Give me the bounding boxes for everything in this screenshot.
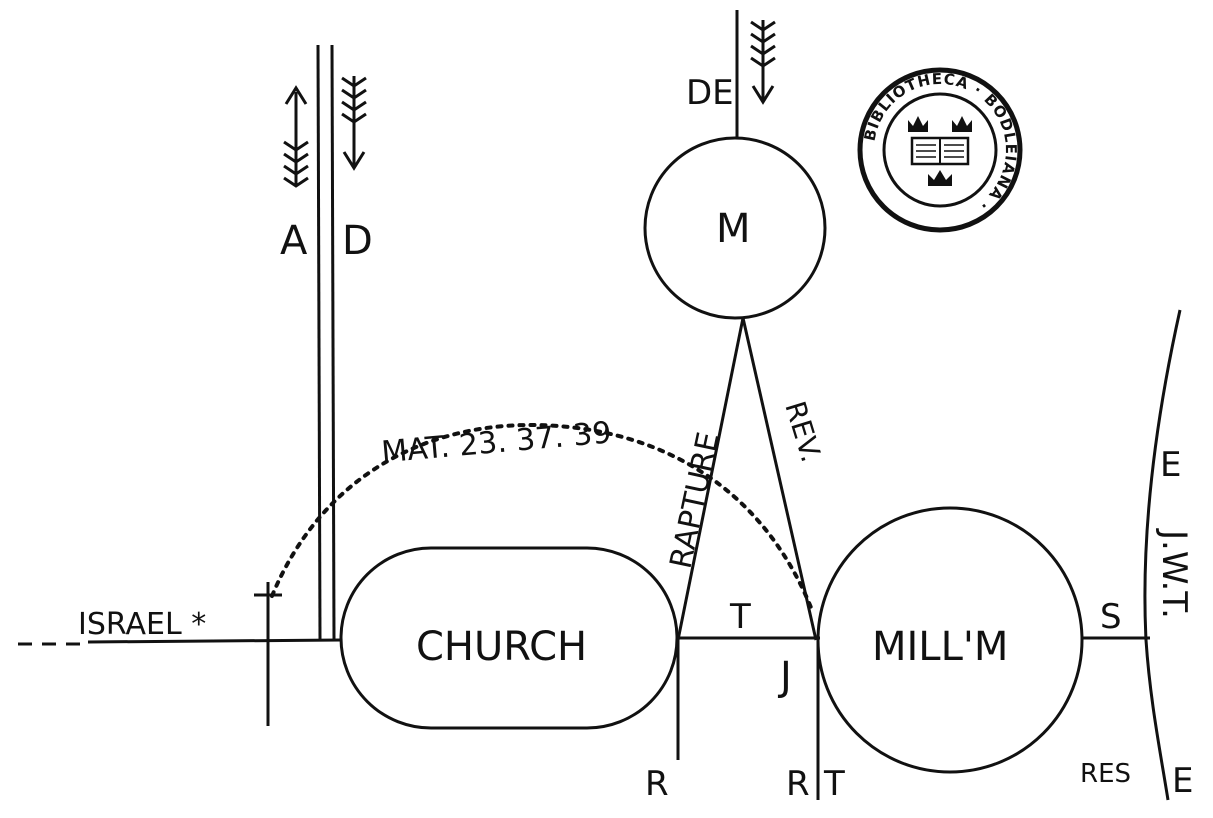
label-t-bottom: T — [823, 764, 845, 804]
down-arrow-icon — [341, 76, 367, 171]
label-r-left: R — [645, 764, 669, 804]
rev-line — [741, 317, 818, 641]
label-d: D — [342, 218, 373, 264]
bodleian-stamp: BIBLIOTHECA · BODLEIANA · — [857, 67, 1023, 233]
eternity-curve — [1143, 309, 1182, 801]
israel-line — [87, 638, 343, 644]
label-r-right: R — [786, 764, 810, 804]
label-arc: MAT. 23. 37. 39 — [380, 415, 613, 470]
up-arrow-icon — [283, 85, 309, 188]
label-millm: MILL'M — [872, 624, 1008, 670]
crown-icon — [952, 116, 972, 132]
label-rev: REV. — [778, 397, 828, 466]
label-res: RES — [1080, 759, 1131, 789]
label-j: J — [777, 654, 792, 700]
label-jwt: J.W.T. — [1154, 528, 1194, 619]
cross-marker — [254, 582, 282, 726]
crown-icon — [908, 116, 928, 132]
crown-icon — [928, 170, 952, 186]
rapture-line — [676, 317, 745, 641]
de-down-arrow-icon — [750, 20, 776, 105]
label-a: A — [280, 218, 308, 264]
mat-dotted-arc — [270, 422, 814, 612]
label-e-bottom: E — [1172, 761, 1193, 801]
label-rapture: RAPTURE — [664, 429, 727, 572]
ad-double-line — [316, 44, 336, 641]
label-de: DE — [686, 73, 734, 113]
label-m: M — [716, 206, 751, 252]
label-israel: ISRAEL * — [78, 607, 206, 642]
label-s: S — [1100, 597, 1122, 637]
millennium-circle — [816, 506, 1084, 774]
label-e-top: E — [1160, 445, 1181, 485]
label-t: T — [729, 597, 751, 637]
book-icon — [910, 136, 970, 166]
label-church: CHURCH — [416, 624, 587, 670]
m-circle — [643, 136, 827, 320]
